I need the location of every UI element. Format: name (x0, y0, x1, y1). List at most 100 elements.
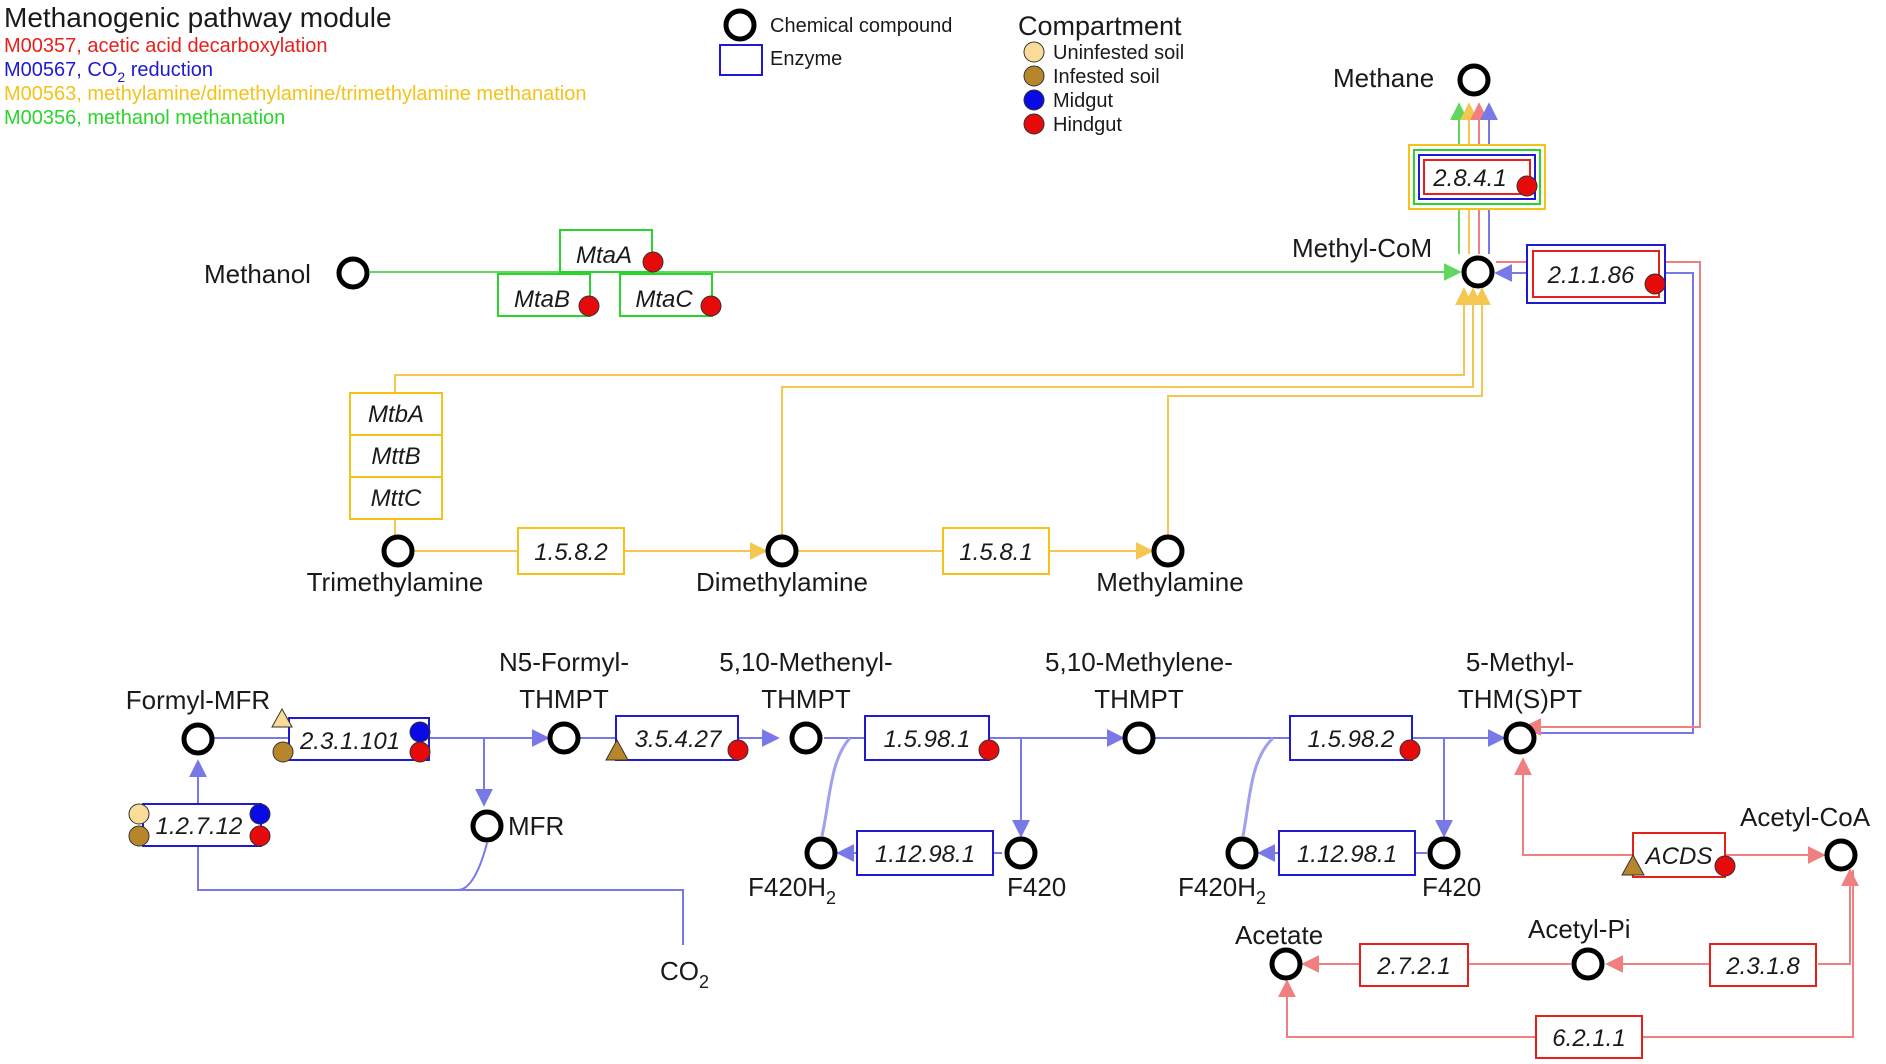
dimethylamine-label: Dimethylamine (696, 567, 868, 597)
methanol-label: Methanol (204, 259, 311, 289)
hindgut-dot (578, 295, 600, 317)
methane-node (1457, 63, 1491, 97)
uninfested-soil-triangle (271, 707, 293, 728)
compartment-label-0: Uninfested soil (1053, 42, 1184, 64)
trimethylamine-label: Trimethylamine (307, 567, 484, 597)
enzyme-1-12-98-1-right-label: 1.12.98.1 (1297, 841, 1397, 868)
methenyl-label-line2: THMPT (761, 684, 851, 714)
enzyme-1-5-98-2-label: 1.5.98.2 (1308, 726, 1395, 753)
module-list: M00357, acetic acid decarboxylationM0056… (4, 35, 587, 129)
mfr-label: MFR (508, 811, 564, 841)
methylene-label-line2: THMPT (1094, 684, 1184, 714)
f420h2-label-left: F420H2 (748, 872, 836, 908)
enzyme-mttc-label: MttC (371, 485, 422, 512)
acetyl-pi-label: Acetyl-Pi (1528, 914, 1631, 944)
hindgut-dot (700, 295, 722, 317)
enzyme-mtba-label: MtbA (368, 401, 424, 428)
compartment-label-2: Midgut (1053, 90, 1113, 112)
f420h2-label-right: F420H2 (1178, 872, 1266, 908)
acetyl-coa-node (1824, 838, 1858, 872)
f420h2-node-left (804, 836, 838, 870)
enzyme-6-2-1-1-label: 6.2.1.1 (1552, 1025, 1625, 1052)
methylene-label-line1: 5,10-Methylene- (1045, 647, 1233, 677)
enzyme-3-5-4-27-label: 3.5.4.27 (635, 726, 723, 753)
enzyme-1-5-8-2-label: 1.5.8.2 (534, 539, 607, 566)
methyl-thmspt-node (1503, 721, 1537, 755)
compartment-dot-2 (1023, 89, 1045, 111)
enzyme-1-12-98-1-left-label: 1.12.98.1 (875, 841, 975, 868)
enzyme-2-8-4-1-label: 2.8.4.1 (1432, 165, 1506, 192)
methyl-thmspt-label-line1: 5-Methyl- (1466, 647, 1574, 677)
enzyme-2-7-2-1-label: 2.7.2.1 (1376, 953, 1450, 980)
enzyme-legend-icon (719, 44, 763, 76)
enzyme-2-3-1-101-label: 2.3.1.101 (299, 728, 400, 755)
f420-label-right: F420 (1422, 872, 1481, 902)
module-1: M00567, CO2 reduction (4, 59, 213, 85)
formyl-mfr-label: Formyl-MFR (126, 685, 270, 715)
hindgut-dot (1516, 175, 1538, 197)
enzyme-6-2-1-1: 6.2.1.1 (1535, 1015, 1643, 1059)
midgut-dot (249, 803, 271, 825)
enzyme-acds: ACDS (1621, 832, 1736, 878)
midgut-dot (409, 721, 431, 743)
enzyme-mtb-mtt: MtbA MttB MttC (349, 392, 443, 520)
figure-title: Methanogenic pathway module (4, 2, 392, 33)
enzyme-2-8-4-1: 2.8.4.1 (1408, 144, 1546, 210)
f420-node-left (1004, 836, 1038, 870)
compartment-dot-1 (1023, 65, 1045, 87)
methane-label: Methane (1333, 63, 1434, 93)
uninfested-soil-dot (128, 803, 150, 825)
dimethylamine-node (765, 534, 799, 568)
n5-formyl-label-line2: THMPT (519, 684, 609, 714)
enzyme-1-12-98-1-right: 1.12.98.1 (1278, 830, 1416, 876)
infested-soil-dot (128, 825, 150, 847)
compound-legend-label: Chemical compound (770, 15, 952, 37)
hindgut-dot (978, 739, 1000, 761)
methylamine-label: Methylamine (1096, 567, 1243, 597)
hindgut-dot (1644, 273, 1666, 295)
hindgut-dot (249, 825, 271, 847)
hindgut-dot (642, 251, 664, 273)
enzyme-mttb-label: MttB (371, 443, 420, 470)
enzyme-mtac-label: MtaC (635, 286, 693, 313)
enzyme-2-3-1-101: 2.3.1.101 (271, 707, 431, 763)
co2-label: CO2 (660, 956, 709, 992)
hindgut-dot (1714, 855, 1736, 877)
methylamine-node (1151, 534, 1185, 568)
enzyme-mtab-label: MtaB (514, 286, 570, 313)
methyl-thmspt-label-line2: THM(S)PT (1458, 684, 1582, 714)
enzyme-mta: MtaA MtaB MtaC (497, 229, 722, 317)
module-3: M00356, methanol methanation (4, 107, 285, 129)
methylene-node (1122, 721, 1156, 755)
compound-legend-icon (723, 8, 757, 42)
acetyl-coa-label: Acetyl-CoA (1740, 802, 1871, 832)
acetyl-pi-node (1571, 947, 1605, 981)
trimethylamine-node (381, 534, 415, 568)
methanol-node (336, 256, 370, 290)
enzyme-1-5-8-1: 1.5.8.1 (942, 527, 1050, 575)
infested-soil-dot (272, 741, 294, 763)
methenyl-label-line1: 5,10-Methenyl- (719, 647, 892, 677)
f420-node-right (1427, 836, 1461, 870)
infested-soil-triangle (605, 738, 629, 761)
methyl-com-node (1461, 255, 1495, 289)
f420h2-node-right (1225, 836, 1259, 870)
n5-formyl-node (547, 721, 581, 755)
enzyme-1-2-7-12-label: 1.2.7.12 (156, 813, 243, 840)
enzyme-1-5-8-1-label: 1.5.8.1 (959, 539, 1032, 566)
mfr-node (470, 809, 504, 843)
module-0: M00357, acetic acid decarboxylation (4, 35, 328, 57)
enzyme-3-5-4-27: 3.5.4.27 (605, 715, 749, 761)
compartment-dot-3 (1023, 113, 1045, 135)
enzyme-2-7-2-1: 2.7.2.1 (1359, 943, 1469, 987)
enzyme-1-2-7-12: 1.2.7.12 (128, 803, 271, 847)
enzyme-legend-label: Enzyme (770, 48, 842, 70)
enzyme-2-3-1-8-label: 2.3.1.8 (1725, 953, 1800, 980)
acetate-node (1269, 947, 1303, 981)
hindgut-dot (1399, 739, 1421, 761)
enzyme-2-1-1-86: 2.1.1.86 (1526, 244, 1666, 304)
enzyme-acds-label: ACDS (1644, 843, 1713, 870)
